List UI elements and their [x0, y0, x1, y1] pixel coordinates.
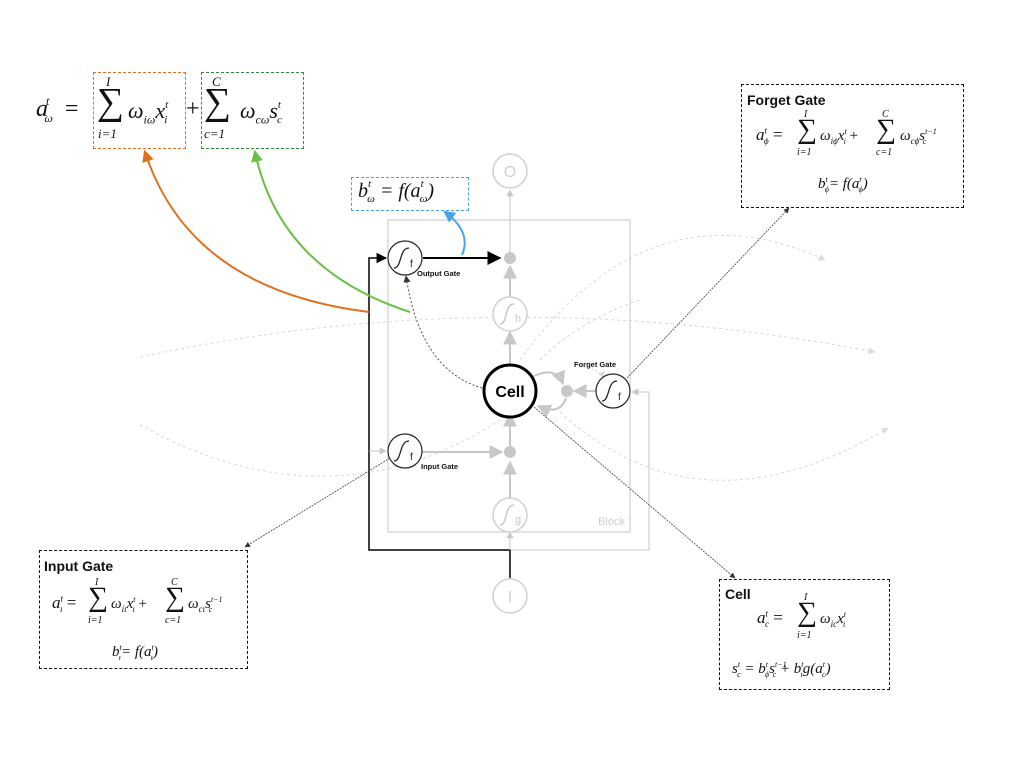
cell-node[interactable]: Cell: [482, 363, 538, 419]
output-node[interactable]: O: [492, 153, 528, 189]
term2-sigma: ∑: [204, 81, 232, 123]
blue-arrow: [443, 210, 466, 256]
sigmoid-icon: [601, 380, 618, 402]
term1-body: ωiωxti: [128, 98, 169, 127]
forget-eq1-s2-up: C: [882, 109, 889, 120]
input-gate-label: Input Gate: [421, 462, 458, 471]
forget-input-wire: [510, 388, 650, 551]
forget-eq1-sigma2: ∑: [876, 114, 896, 145]
cell-self-loop-bottom: [536, 397, 567, 418]
input-eq1-s2-up: C: [171, 577, 178, 588]
forget-eq2: btϕ= f(atϕ): [818, 175, 868, 194]
input-node[interactable]: I: [492, 578, 528, 614]
output-multiply-node: [504, 252, 516, 264]
cell-panel: Cell atc = I ∑ i=1 ωicxti stc = btϕst−1c…: [719, 579, 890, 690]
input-eq1-s2-low: c=1: [165, 615, 182, 626]
recurrent-arc-3: [139, 419, 501, 477]
cell-label: Cell: [495, 384, 524, 401]
peephole-cell-to-output-gate: [403, 275, 483, 389]
input-eq1-sigma1: ∑: [88, 582, 108, 613]
cell-eq2: stc = btϕst−1c + btιg(atc): [732, 660, 831, 679]
input-eq1-s1-up: I: [95, 577, 99, 588]
input-eq1-sigma2: ∑: [165, 582, 185, 613]
h-squash-label: h: [515, 313, 521, 325]
input-panel-title: Input Gate: [44, 558, 114, 574]
recurrent-arc-4: [559, 411, 889, 481]
cell-eq1-sigma1: ∑: [797, 597, 817, 628]
cell-eq1-s1-up: I: [804, 592, 808, 603]
forget-gate-fn: f: [618, 392, 621, 403]
term2-body: ωcωstc: [240, 98, 282, 127]
cell-eq1-s1-low: i=1: [797, 630, 812, 641]
forget-gate-panel: Forget Gate atϕ = I ∑ i=1 ωiϕxti + C ∑ c…: [741, 84, 964, 208]
cell-panel-title: Cell: [725, 586, 751, 602]
term2-box[interactable]: [201, 72, 304, 149]
recurrent-connections: [139, 234, 889, 481]
main-equation: atω = I ∑ i=1 ωiωxti + C ∑ c=1 ωcωstc: [36, 72, 316, 154]
forget-eq1-term1: ωiϕxti +: [820, 127, 859, 146]
forget-multiply-node: [561, 385, 573, 397]
input-eq1-term1: ωiιxti +: [111, 595, 147, 614]
g-squash-label: g: [515, 514, 521, 526]
forget-eq1-sigma1: ∑: [797, 114, 817, 145]
cell-self-loop-top: [533, 369, 565, 386]
output-activation-box[interactable]: btω = f(atω): [351, 177, 469, 211]
sigmoid-icon: [393, 440, 410, 462]
output-gate-fn: f: [410, 259, 413, 270]
forget-eq1-s1-low: i=1: [797, 147, 812, 158]
term1-sigma: ∑: [97, 81, 125, 123]
term2-sum-upper: C: [212, 74, 221, 89]
term1-sum-upper: I: [106, 74, 111, 89]
input-eq1-term2: ωcιst−1c: [188, 595, 223, 614]
output-activation-eq: btω = f(atω): [358, 178, 435, 205]
input-multiply-node: [504, 446, 516, 458]
sigmoid-icon: [499, 504, 515, 526]
forget-eq1-term2: ωcϕst−1c: [900, 127, 937, 146]
input-eq1-s1-low: i=1: [88, 615, 103, 626]
recurrent-arc-5: [539, 299, 641, 361]
main-eq-plus: +: [186, 96, 200, 122]
cell-eq1-lhs: atc =: [757, 608, 783, 630]
term2-sum-lower: c=1: [204, 126, 226, 141]
sigmoid-icon: [499, 303, 515, 325]
main-eq-lhs: atω =: [36, 94, 79, 125]
output-node-label: O: [504, 164, 516, 181]
input-wire[interactable]: [368, 252, 511, 578]
orange-arrow: [142, 149, 370, 313]
g-squash-node[interactable]: g: [492, 497, 528, 533]
pointer-input-gate-panel: [244, 457, 391, 548]
recurrent-arc-2: [519, 234, 826, 361]
forget-gate-label: Forget Gate: [574, 360, 616, 369]
input-gate-fn: f: [410, 452, 413, 463]
input-eq2: btι= f(atι): [112, 643, 158, 662]
input-gate[interactable]: f Input Gate: [387, 433, 458, 471]
input-eq1-lhs: atι =: [52, 593, 77, 615]
input-node-label: I: [508, 589, 512, 606]
output-gate[interactable]: f Output Gate: [387, 240, 460, 278]
block-label: Block: [598, 516, 625, 528]
pointer-forget-gate-panel: [626, 207, 790, 379]
h-squash-node[interactable]: h: [492, 296, 528, 332]
forget-eq1-s1-up: I: [804, 109, 808, 120]
term1-sum-lower: i=1: [98, 126, 117, 141]
sigmoid-icon: [393, 247, 410, 269]
green-arrow: [251, 149, 411, 313]
term1-box[interactable]: [93, 72, 186, 149]
forget-panel-title: Forget Gate: [747, 92, 826, 108]
forget-gate[interactable]: f Forget Gate: [574, 360, 631, 409]
pointer-cell-panel: [533, 406, 736, 579]
cell-eq1-term1: ωicxti: [820, 610, 846, 629]
output-gate-label: Output Gate: [417, 269, 460, 278]
forget-eq1-s2-low: c=1: [876, 147, 893, 158]
input-gate-panel: Input Gate atι = I ∑ i=1 ωiιxti + C ∑ c=…: [39, 550, 248, 669]
forget-eq1-lhs: atϕ =: [756, 125, 783, 147]
